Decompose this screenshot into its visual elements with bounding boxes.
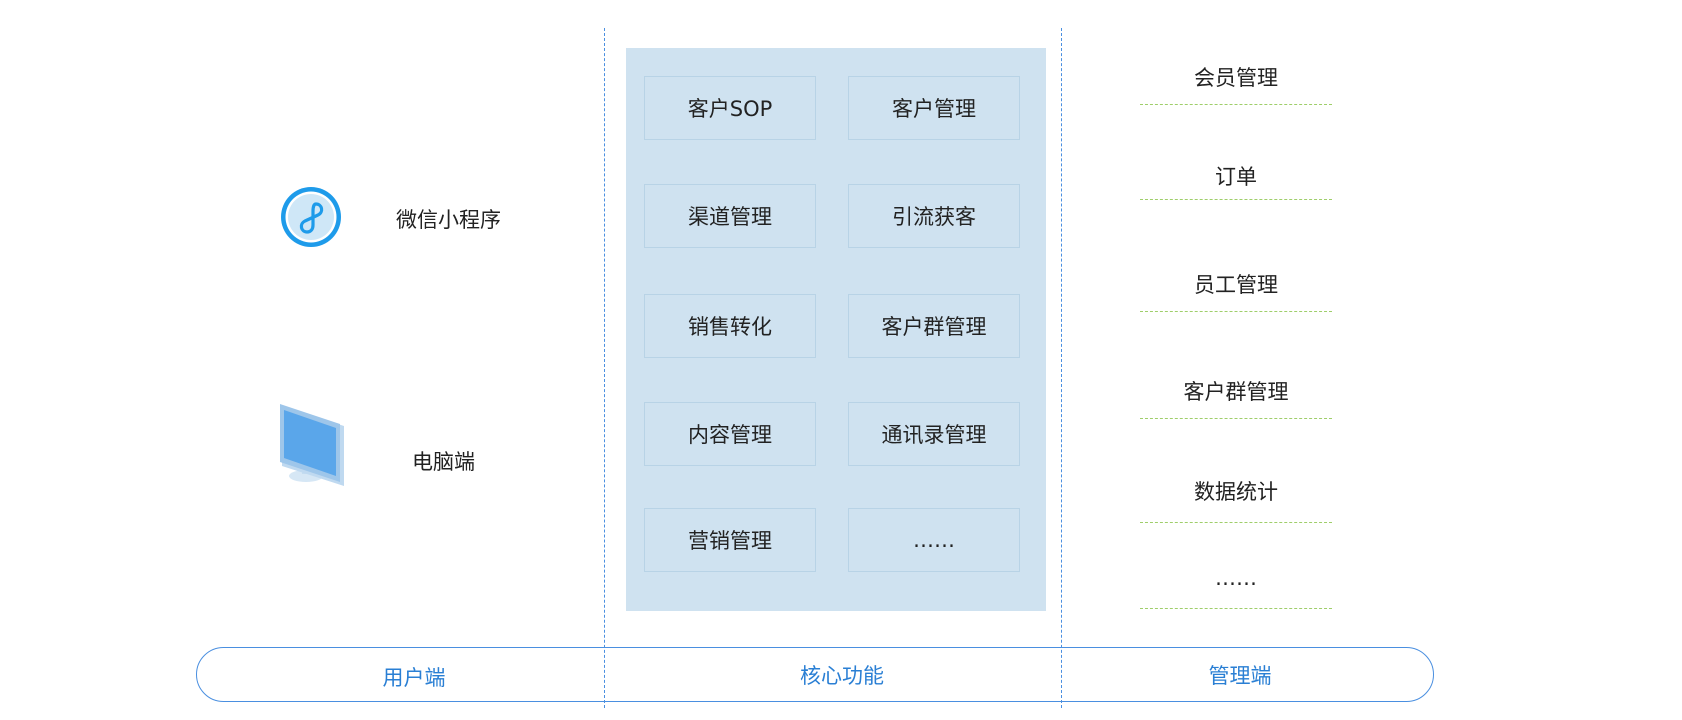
core-box-customer-group-management: 客户群管理 (848, 294, 1020, 358)
core-box-contacts-management: 通讯录管理 (848, 402, 1020, 466)
user-item-miniprogram (278, 184, 344, 250)
admin-item-customer-group-management: 客户群管理 (1183, 380, 1289, 404)
admin-item-orders: 订单 (1215, 165, 1257, 189)
user-item-desktop (278, 404, 346, 488)
admin-item-member-management: 会员管理 (1194, 66, 1278, 90)
core-box-more: …… (848, 508, 1020, 572)
admin-item-statistics: 数据统计 (1194, 480, 1278, 504)
core-box-sales-conversion: 销售转化 (644, 294, 816, 358)
user-label-miniprogram: 微信小程序 (396, 208, 501, 232)
core-box-content-management: 内容管理 (644, 402, 816, 466)
core-box-marketing-management: 营销管理 (644, 508, 816, 572)
core-function-panel (626, 48, 1046, 611)
admin-divider (1140, 311, 1332, 312)
user-label-desktop: 电脑端 (412, 450, 475, 474)
admin-divider (1140, 418, 1332, 419)
section-label-bar (196, 647, 1434, 702)
core-box-customer-sop: 客户SOP (644, 76, 816, 140)
core-box-lead-acquisition: 引流获客 (848, 184, 1020, 248)
section-label-admin: 管理端 (1208, 664, 1272, 688)
core-box-customer-management: 客户管理 (848, 76, 1020, 140)
admin-divider (1140, 608, 1332, 609)
section-label-core: 核心功能 (800, 664, 884, 688)
core-box-channel-management: 渠道管理 (644, 184, 816, 248)
separator-right (1061, 28, 1062, 708)
admin-item-staff-management: 员工管理 (1194, 273, 1278, 297)
section-label-user: 用户端 (382, 666, 446, 690)
admin-divider (1140, 522, 1332, 523)
admin-divider (1140, 199, 1332, 200)
wechat-miniprogram-icon (281, 187, 341, 247)
desktop-monitor-icon (280, 404, 344, 486)
admin-divider (1140, 104, 1332, 105)
admin-item-more: …… (1215, 566, 1257, 590)
separator-left (604, 28, 605, 708)
